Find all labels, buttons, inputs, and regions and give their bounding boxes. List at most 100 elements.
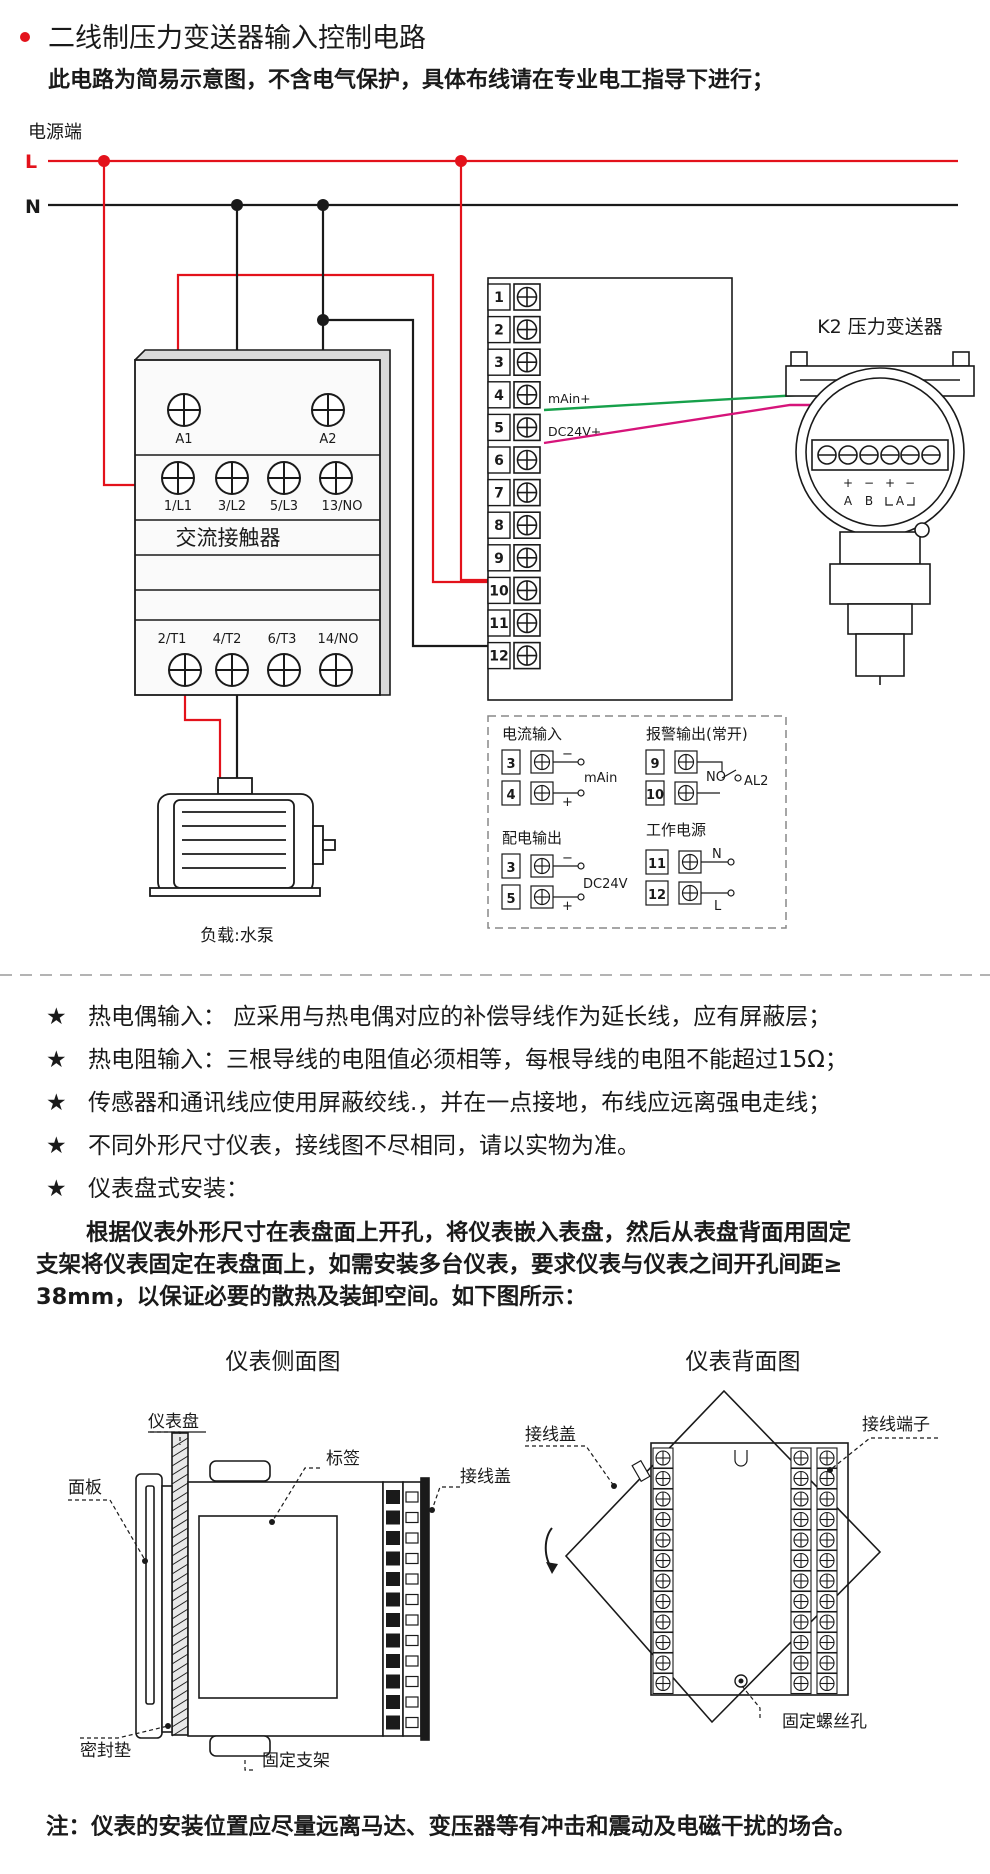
- terminal-label-l3: 5/L3: [270, 499, 298, 514]
- terminal-screw: [513, 348, 541, 377]
- legend-power-output-title: 配电输出: [502, 829, 562, 847]
- terminal-label-l2: 3/L2: [218, 499, 246, 514]
- terminal-row-10: 10: [487, 576, 541, 605]
- polarity-1: +: [843, 476, 853, 490]
- back-terminal: [790, 1549, 812, 1572]
- terminal-label-t1: 2/T1: [158, 632, 187, 647]
- back-terminal: [652, 1590, 674, 1613]
- terminal-fin: [405, 1696, 419, 1708]
- back-terminal: [790, 1590, 812, 1613]
- back-terminal: [652, 1652, 674, 1674]
- terminal-number: 2: [494, 323, 504, 339]
- line-n-label: N: [25, 196, 41, 218]
- note-item-4: 不同外形尺寸仪表，接线图不尽相同，请以实物为准。: [88, 1133, 640, 1159]
- terminal-number: 10: [489, 583, 509, 599]
- terminal-number: 12: [489, 649, 508, 665]
- terminal-row-8: 8: [487, 511, 541, 540]
- footer-note: 注：仪表的安装位置应尽量远离马达、变压器等有冲击和震动及电磁干扰的场合。: [46, 1813, 856, 1840]
- legend-current-input: [501, 749, 585, 806]
- back-terminal: [790, 1570, 812, 1592]
- terminal-row-12: 12: [487, 641, 541, 670]
- paragraph-line-1: 根据仪表外形尺寸在表盘面上开孔，将仪表嵌入表盘，然后从表盘背面用固定: [86, 1219, 852, 1246]
- polarity-2: −: [864, 476, 874, 490]
- notes-list: ★ ★ ★ ★ ★ 热电偶输入： 应采用与热电偶对应的补偿导线作为延长线，应有屏…: [46, 1004, 848, 1202]
- terminal-row-3: 3: [487, 348, 541, 377]
- install-paragraph: 根据仪表外形尺寸在表盘面上开孔，将仪表嵌入表盘，然后从表盘背面用固定 支架将仪表…: [36, 1219, 852, 1310]
- legend-alarm-output: [645, 749, 742, 806]
- terminal-row-4: 4: [487, 380, 541, 409]
- title-bullet-icon: [20, 32, 30, 42]
- label-face: 面板: [68, 1478, 102, 1498]
- back-terminal: [816, 1508, 838, 1531]
- terminal-number: 9: [494, 551, 504, 567]
- side-view-drawing: [135, 1432, 430, 1757]
- back-terminal: [790, 1672, 812, 1695]
- back-terminal: [652, 1447, 674, 1469]
- transmitter-terminal-6: [921, 445, 941, 465]
- back-terminal: [652, 1549, 674, 1572]
- terminal-fin: [405, 1511, 419, 1524]
- leader-dot-cover: [429, 1507, 435, 1513]
- paragraph-line-2: 支架将仪表固定在表盘面上，如需安装多台仪表，要求仪表与仪表之间开孔间距≥: [36, 1251, 842, 1278]
- label-back-terminal-cover: 接线盖: [525, 1425, 576, 1445]
- back-view-leaders: [525, 1437, 938, 1718]
- terminal-fin: [386, 1695, 400, 1709]
- back-terminal: [652, 1570, 674, 1592]
- back-terminal: [790, 1631, 812, 1654]
- legend-po-value: DC24V: [583, 877, 628, 892]
- terminal-fin: [405, 1593, 419, 1606]
- terminal-screw: [513, 315, 541, 344]
- legend-current-input-title: 电流输入: [502, 725, 562, 743]
- legend-ao-terminal-2: 10: [646, 788, 664, 803]
- back-view-terminals: [652, 1447, 838, 1695]
- transmitter-terminals: [817, 445, 941, 465]
- terminal-label-t2: 4/T2: [213, 632, 242, 647]
- legend-wp-n: N: [712, 847, 722, 862]
- side-view-title: 仪表侧面图: [226, 1349, 341, 1375]
- terminal-screw: [513, 413, 541, 442]
- page-title: 二线制压力变送器输入控制电路: [48, 23, 426, 54]
- load-label: 负载:水泵: [200, 926, 274, 946]
- back-terminal: [816, 1467, 838, 1490]
- legend-po-sign-minus: −: [562, 851, 573, 866]
- terminal-label-a2: A2: [319, 432, 336, 447]
- legend-ao-terminal-1: 9: [650, 757, 659, 772]
- terminal-fin: [405, 1655, 419, 1667]
- back-terminal: [652, 1508, 674, 1531]
- bracket-mark-left: [885, 497, 893, 506]
- terminal-fin: [386, 1572, 400, 1586]
- terminal-fin: [405, 1532, 419, 1544]
- terminal-label-14no: 14/NO: [318, 632, 359, 647]
- legend-ao-no: NO: [706, 770, 726, 785]
- legend-wp-terminal-1: 11: [648, 857, 666, 872]
- contactor-name: 交流接触器: [176, 526, 281, 550]
- back-terminal: [652, 1467, 674, 1490]
- note-star-2: ★: [46, 1047, 67, 1073]
- back-terminal: [790, 1652, 812, 1674]
- paragraph-line-3: 38mm，以保证必要的散热及装卸空间。如下图所示：: [36, 1283, 587, 1310]
- back-terminal: [816, 1529, 838, 1551]
- terminal-fin: [405, 1573, 419, 1585]
- terminal-4-label: mAin+: [548, 391, 591, 406]
- terminal-number: 11: [489, 616, 508, 632]
- label-screw-hole: 固定螺丝孔: [782, 1712, 867, 1732]
- back-terminal: [790, 1508, 812, 1531]
- terminal-label-l1: 1/L1: [164, 499, 192, 514]
- back-terminal: [652, 1611, 674, 1633]
- note-item-1: 热电偶输入： 应采用与热电偶对应的补偿导线作为延长线，应有屏蔽层；: [88, 1004, 831, 1030]
- back-terminal: [816, 1590, 838, 1613]
- terminal-screw: [513, 543, 541, 572]
- side-view-terminal-fins: [386, 1490, 419, 1730]
- legend-wp-l: L: [714, 899, 722, 914]
- terminal-number: 5: [494, 420, 504, 436]
- bracket-mark-right: [907, 497, 915, 506]
- terminal-row-7: 7: [487, 478, 541, 507]
- leader-dot-back-terminals: [827, 1467, 833, 1473]
- terminal-number: 6: [494, 453, 504, 469]
- back-terminal: [790, 1529, 812, 1551]
- back-terminal: [652, 1672, 674, 1695]
- terminal-row-11: 11: [487, 609, 541, 637]
